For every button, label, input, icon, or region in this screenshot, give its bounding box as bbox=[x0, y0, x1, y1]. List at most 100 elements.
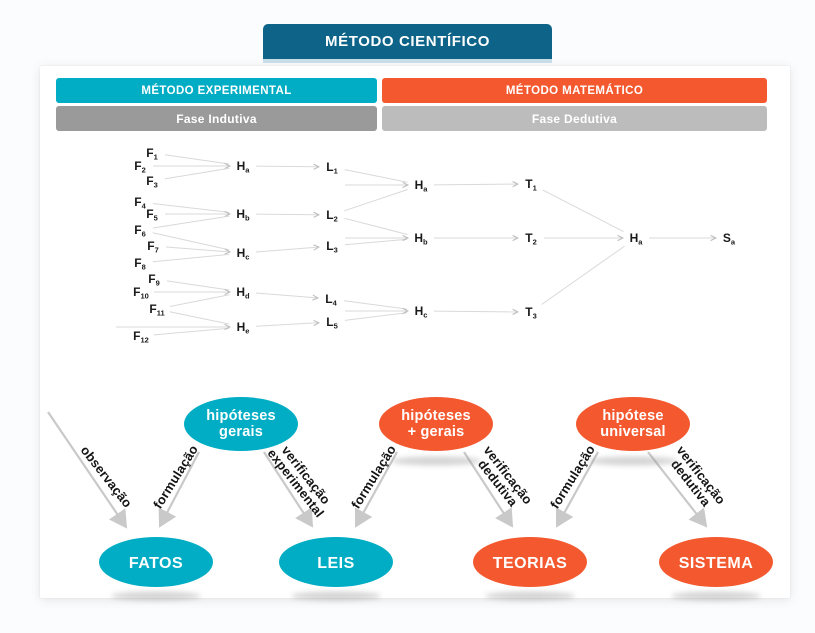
edge-f9-to-hd1 bbox=[166, 280, 230, 291]
edge-f11-to-hd1 bbox=[169, 294, 230, 307]
edge-t1-to-ha3 bbox=[542, 189, 624, 233]
ellipse-label-sistema: SISTEMA bbox=[679, 555, 754, 572]
edge-f7-to-hc1 bbox=[165, 246, 229, 252]
ellipse-sistema[interactable] bbox=[659, 537, 773, 587]
node-ha1: Ha bbox=[237, 159, 251, 175]
node-f8: F8 bbox=[134, 256, 146, 272]
flow-arrow-formulacao-1[interactable] bbox=[158, 451, 200, 528]
ellipse-shadows bbox=[111, 456, 761, 601]
edge-l3-to-hb2 bbox=[344, 238, 408, 246]
title-banner-edge bbox=[263, 59, 552, 63]
edge-t3-to-ha3 bbox=[541, 245, 625, 305]
node-he1: He bbox=[237, 320, 250, 336]
ellipse-label-hipoteses-mais-gerais: hipóteses+ gerais bbox=[401, 408, 471, 440]
edge-l2-to-hb2 bbox=[344, 217, 408, 235]
edge-l1-to-ha2 bbox=[344, 169, 408, 183]
header-metodo-experimental: MÉTODO EXPERIMENTAL bbox=[56, 78, 377, 103]
edge-ha1-to-l1 bbox=[255, 166, 318, 167]
node-sa: Sa bbox=[723, 231, 736, 247]
shadow-fatos bbox=[111, 591, 201, 601]
node-f4: F4 bbox=[134, 195, 146, 211]
flow-label-formulacao-1: formulação bbox=[150, 442, 201, 511]
ellipse-label-fatos: FATOS bbox=[129, 555, 183, 572]
ellipse-fatos[interactable] bbox=[99, 537, 213, 587]
title-banner: MÉTODO CIENTÍFICO bbox=[263, 24, 552, 59]
flow-label-formulacao-2: formulação bbox=[348, 442, 399, 511]
ellipse-hipoteses-mais-gerais[interactable] bbox=[379, 397, 493, 451]
ellipse-label-teorias: TEORIAS bbox=[493, 555, 568, 572]
node-f7: F7 bbox=[147, 239, 159, 255]
edge-f6-to-hc1 bbox=[152, 232, 230, 251]
header-metodo-matematico: MÉTODO MATEMÁTICO bbox=[382, 78, 767, 103]
node-hc1: Hc bbox=[237, 246, 250, 262]
node-l1: L1 bbox=[326, 160, 338, 176]
node-hb2: Hb bbox=[414, 231, 428, 247]
edge-l5-to-hc2 bbox=[344, 312, 408, 321]
node-l3: L3 bbox=[326, 239, 338, 255]
shadow-hipotese-universal bbox=[588, 456, 678, 466]
edge-f4-to-hb1 bbox=[152, 203, 230, 213]
edge-l4-to-hc2 bbox=[343, 300, 408, 310]
flow-arrow-verificacao-experimental[interactable] bbox=[263, 451, 314, 528]
edge-hb1-to-l2 bbox=[255, 214, 318, 215]
node-f1: F1 bbox=[146, 146, 158, 162]
ellipse-hipoteses-gerais[interactable] bbox=[184, 397, 298, 451]
flow-arrow-formulacao-3[interactable] bbox=[556, 451, 599, 528]
edge-hc1-to-l3 bbox=[255, 247, 318, 253]
flow-label-observacao: observação bbox=[78, 443, 136, 511]
node-f10: F10 bbox=[133, 285, 149, 301]
edge-f12-to-he1 bbox=[153, 327, 230, 336]
page-title: MÉTODO CIENTÍFICO bbox=[325, 33, 490, 50]
node-f2: F2 bbox=[134, 159, 146, 175]
edge-ha2-to-t1 bbox=[433, 184, 517, 185]
network-nodes: F1F2F3F4F5F6F7F8F9F10F11F12HaHbHcHdHeL1L… bbox=[133, 146, 736, 345]
edge-f8-to-hc1 bbox=[152, 253, 230, 263]
node-f12: F12 bbox=[133, 329, 149, 345]
node-t3: T3 bbox=[525, 305, 537, 321]
node-l4: L4 bbox=[325, 292, 337, 308]
node-ha3: Ha bbox=[630, 231, 644, 247]
node-t1: T1 bbox=[525, 177, 537, 193]
node-f5: F5 bbox=[146, 207, 158, 223]
ellipse-hipotese-universal[interactable] bbox=[576, 397, 690, 451]
node-f9: F9 bbox=[148, 272, 160, 288]
header-fase-dedutiva: Fase Dedutiva bbox=[382, 106, 767, 131]
edge-hd1-to-l4 bbox=[255, 292, 317, 298]
header-fase-indutiva: Fase Indutiva bbox=[56, 106, 377, 131]
flow-arrow-verificacao-dedutiva-1[interactable] bbox=[463, 451, 514, 528]
node-t2: T2 bbox=[525, 231, 537, 247]
edge-l2-to-ha2 bbox=[344, 189, 408, 212]
node-f6: F6 bbox=[134, 223, 146, 239]
flow-label-formulacao-3: formulação bbox=[547, 442, 598, 511]
node-hb1: Hb bbox=[236, 207, 250, 223]
ellipse-label-leis: LEIS bbox=[317, 555, 355, 572]
ellipse-leis[interactable] bbox=[279, 537, 393, 587]
flow-arrow-observacao[interactable] bbox=[47, 411, 128, 529]
node-f11: F11 bbox=[149, 302, 164, 318]
network-edges bbox=[116, 154, 715, 336]
edge-f3-to-ha1 bbox=[164, 167, 230, 180]
shadow-teorias bbox=[485, 591, 575, 601]
ellipse-teorias[interactable] bbox=[473, 537, 587, 587]
shadow-hipoteses-mais-gerais bbox=[391, 456, 481, 466]
edge-f1-to-ha1 bbox=[164, 154, 230, 165]
node-l5: L5 bbox=[326, 315, 338, 331]
shadow-leis bbox=[291, 591, 381, 601]
node-hd1: Hd bbox=[236, 285, 250, 301]
flow-label-verificacao-dedutiva-1: verificaçãodedutiva bbox=[470, 443, 535, 516]
flow-arrow-formulacao-2[interactable] bbox=[355, 451, 398, 528]
shadow-sistema bbox=[671, 591, 761, 601]
node-l2: L2 bbox=[326, 208, 338, 224]
edge-f11-to-he1 bbox=[169, 311, 230, 325]
node-f3: F3 bbox=[146, 174, 158, 190]
node-ha2: Ha bbox=[415, 178, 429, 194]
edge-f6-to-hb1 bbox=[152, 215, 230, 229]
flow-label-verificacao-dedutiva-2: verificaçãodedutiva bbox=[663, 443, 728, 516]
node-hc2: Hc bbox=[415, 304, 428, 320]
edge-he1-to-l5 bbox=[255, 323, 318, 327]
